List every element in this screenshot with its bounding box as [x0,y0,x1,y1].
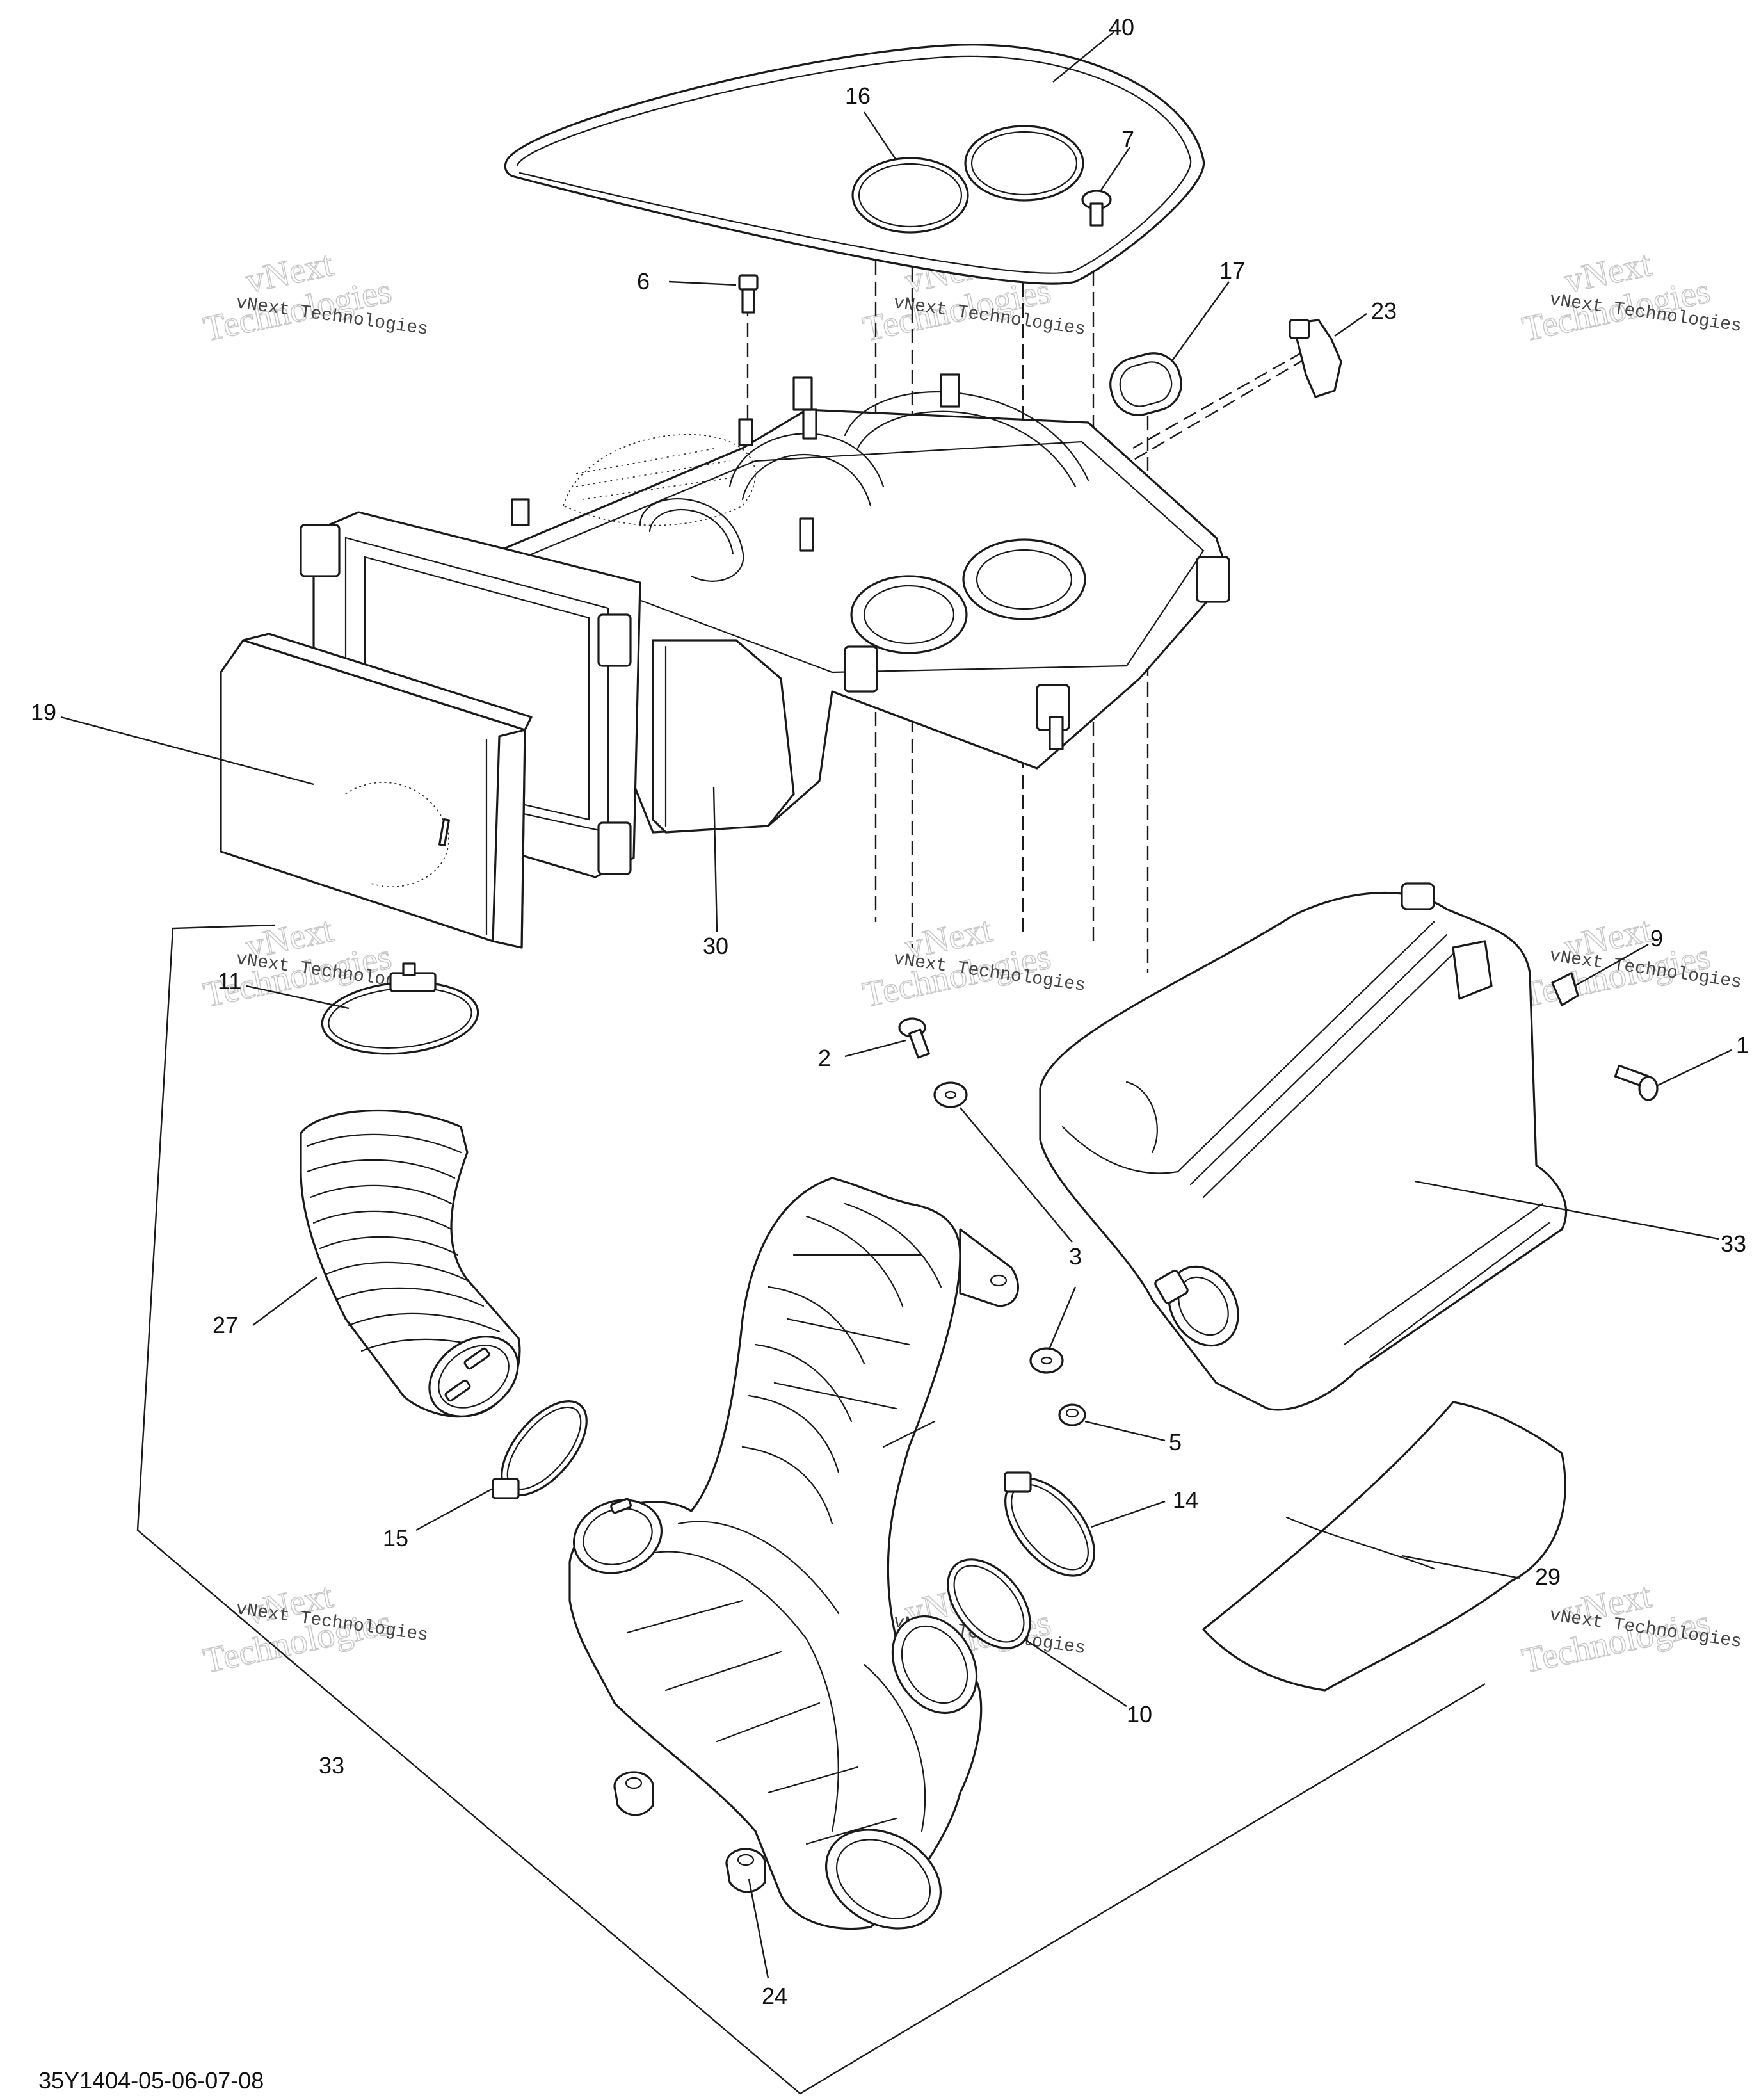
clip-part-23 [1289,319,1342,398]
leader-lines [60,31,1732,1979]
callout-30: 30 [703,933,728,959]
callout-15: 15 [383,1525,408,1551]
callout-5: 5 [1169,1429,1182,1455]
nut-part-5 [1058,1403,1086,1426]
clamp-part-11 [321,962,479,1055]
callout-3: 3 [1069,1243,1082,1270]
callout-11: 11 [218,968,241,994]
document-id: 35Y1404-05-06-07-08 [38,2067,264,2094]
callout-27: 27 [213,1312,238,1338]
callout-10: 10 [1127,1701,1152,1727]
callout-labels: 40 16 7 6 17 23 19 30 11 2 9 1 3 33 27 5… [31,14,1749,2009]
callout-29: 29 [1535,1563,1561,1590]
callout-14: 14 [1173,1487,1198,1513]
callout-33: 33 [319,1752,344,1779]
callout-19: 19 [31,699,56,725]
air-filter-part-19 [220,633,533,949]
callout-7: 7 [1121,126,1134,152]
washer-part-3-lower [1029,1347,1064,1374]
seal-ring-part-10 [947,1558,1031,1649]
pad-part-29 [1202,1401,1566,1692]
o-rings-part-16 [851,125,1084,234]
kit-bracket-outline [136,924,1486,2095]
bolt-part-2 [898,1017,930,1059]
cover-gasket-part-40 [504,44,1205,285]
bolt-part-6 [738,274,759,314]
callout-17: 17 [1219,257,1245,284]
grommet-part-24-upper [613,1771,654,1816]
callout-6: 6 [637,268,650,295]
gasket-part-17 [1109,352,1182,416]
callout-9: 9 [1650,925,1663,951]
screw-part-1 [1614,1064,1659,1101]
callout-16: 16 [845,83,871,109]
callout-24: 24 [762,1983,787,2009]
callout-23: 23 [1371,298,1397,324]
airbox-base-part-30 [300,373,1230,878]
callout-1: 1 [1736,1032,1749,1058]
screw-part-7 [1081,190,1112,227]
callout-2: 2 [818,1045,831,1071]
washer-part-3-upper [933,1081,968,1108]
intake-duct-part-33 [568,1177,1019,1930]
clamp-part-15 [492,1400,588,1499]
airbox-cover-part-33 [1039,882,1568,1411]
clip-part-9 [1551,972,1579,1006]
bellows-hose-part-27 [300,1110,521,1418]
grommet-part-24-lower [725,1848,766,1893]
callout-33: 33 [1721,1231,1746,1257]
clamp-part-14 [1004,1471,1095,1577]
callout-40: 40 [1109,14,1134,40]
